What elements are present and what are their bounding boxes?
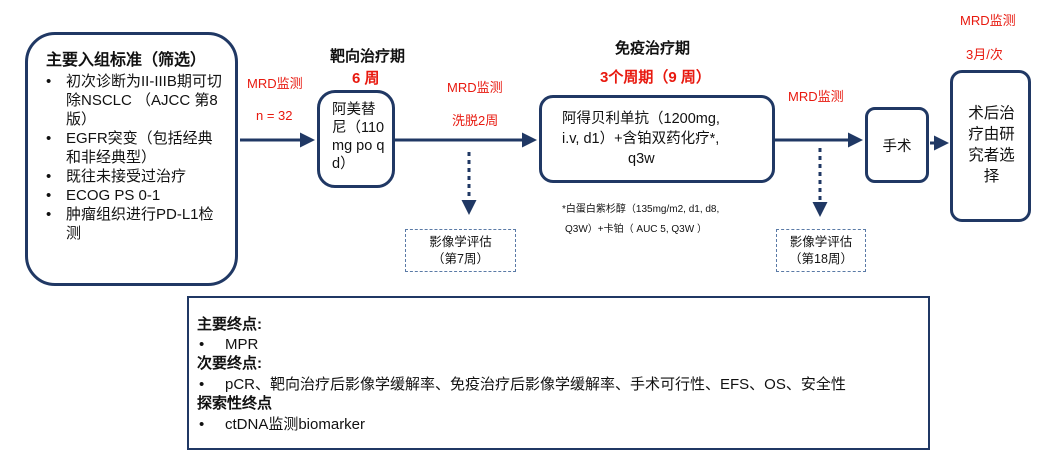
endpoints-box: 主要终点: MPR 次要终点: pCR、靶向治疗后影像学缓解率、免疫治疗后影像学… — [187, 296, 930, 450]
criteria-item: 肿瘤组织进行PD-L1检测 — [46, 205, 225, 243]
exploratory-endpoint-title: 探索性终点 — [197, 395, 273, 412]
immuno-drug-line2: i.v, d1）+含铂双药化疗*, — [562, 131, 720, 147]
chemo-footnote-line1: *白蛋白紫杉醇（135mg/m2, d1, d8, — [562, 204, 720, 215]
imaging-1-line2: （第7周） — [432, 252, 489, 266]
imaging-2-line2: （第18周） — [789, 252, 853, 266]
mrd-label-2: MRD监测 — [447, 80, 503, 95]
criteria-title: 主要入组标准（筛选） — [46, 52, 207, 69]
targeted-phase-title: 靶向治疗期 — [330, 48, 406, 65]
secondary-endpoint-item: pCR、靶向治疗后影像学缓解率、免疫治疗后影像学缓解率、手术可行性、EFS、OS… — [197, 375, 846, 394]
criteria-item: ECOG PS 0-1 — [46, 186, 225, 205]
imaging-assessment-2: 影像学评估 （第18周） — [776, 229, 866, 272]
mrd-label-1: MRD监测 — [247, 76, 303, 91]
targeted-therapy-box: 阿美替尼（110 mg po qd） — [317, 90, 395, 188]
exploratory-endpoint-item: ctDNA监测biomarker — [197, 415, 365, 434]
immuno-drug-line1: 阿得贝利单抗（1200mg, — [562, 111, 720, 127]
immuno-phase-title: 免疫治疗期 — [615, 40, 691, 57]
criteria-item: 初次诊断为II-IIIB期可切除NSCLC （AJCC 第8版） — [46, 72, 225, 129]
mrd-frequency: 3月/次 — [966, 47, 1003, 62]
sample-size-label: n = 32 — [256, 108, 293, 123]
targeted-drug: 阿美替尼（110 mg po qd） — [332, 102, 385, 172]
surgery-label: 手术 — [882, 138, 912, 155]
immunotherapy-box: 阿得贝利单抗（1200mg, i.v, d1）+含铂双药化疗*, q3w — [539, 95, 775, 183]
chemo-footnote-line2: Q3W）+卡铂（ AUC 5, Q3W ） — [565, 224, 707, 235]
postop-text: 术后治疗由研究者选择 — [968, 105, 1015, 185]
criteria-item: 既往未接受过治疗 — [46, 167, 225, 186]
primary-endpoint-title: 主要终点: — [197, 316, 262, 333]
postop-treatment-box: 术后治疗由研究者选择 — [950, 70, 1031, 222]
mrd-label-3: MRD监测 — [788, 89, 844, 104]
imaging-1-line1: 影像学评估 — [429, 235, 492, 249]
targeted-phase-duration: 6 周 — [352, 70, 380, 87]
immuno-drug-line3: q3w — [628, 151, 655, 167]
immuno-phase-duration: 3个周期（9 周） — [600, 69, 711, 86]
primary-endpoint-item: MPR — [197, 335, 258, 354]
mrd-label-4: MRD监测 — [960, 13, 1016, 28]
surgery-box: 手术 — [865, 107, 929, 183]
secondary-endpoint-title: 次要终点: — [197, 355, 262, 372]
inclusion-criteria-box: 主要入组标准（筛选） 初次诊断为II-IIIB期可切除NSCLC （AJCC 第… — [25, 32, 238, 286]
criteria-list: 初次诊断为II-IIIB期可切除NSCLC （AJCC 第8版） EGFR突变（… — [46, 72, 225, 243]
criteria-item: EGFR突变（包括经典和非经典型） — [46, 129, 225, 167]
imaging-assessment-1: 影像学评估 （第7周） — [405, 229, 516, 272]
imaging-2-line1: 影像学评估 — [789, 235, 853, 249]
washout-label: 洗脱2周 — [452, 113, 499, 128]
